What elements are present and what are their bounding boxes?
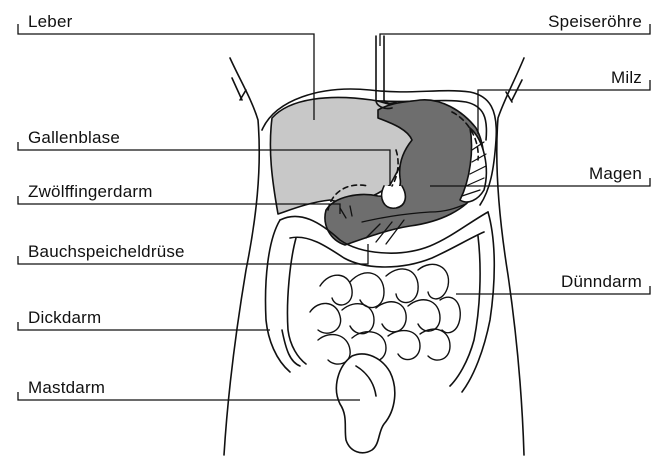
label-mastdarm: Mastdarm: [28, 378, 105, 398]
label-gallenblase: Gallenblase: [28, 128, 120, 148]
leader-milz: [478, 80, 650, 134]
small-intestine: [310, 264, 460, 364]
label-milz: Milz: [611, 68, 642, 88]
label-speiseroehre: Speiseröhre: [548, 12, 642, 32]
label-leber: Leber: [28, 12, 72, 32]
esophagus: [376, 36, 396, 109]
label-magen: Magen: [589, 164, 642, 184]
label-bauchspeicheldruese: Bauchspeicheldrüse: [28, 242, 185, 262]
gallbladder: [382, 186, 406, 208]
label-dickdarm: Dickdarm: [28, 308, 101, 328]
rectum: [336, 354, 394, 453]
label-duenndarm: Dünndarm: [561, 272, 642, 292]
ascending-colon: [266, 220, 306, 372]
leader-leber: [18, 24, 314, 120]
label-zwoelffingerdarm: Zwölffingerdarm: [28, 182, 153, 202]
